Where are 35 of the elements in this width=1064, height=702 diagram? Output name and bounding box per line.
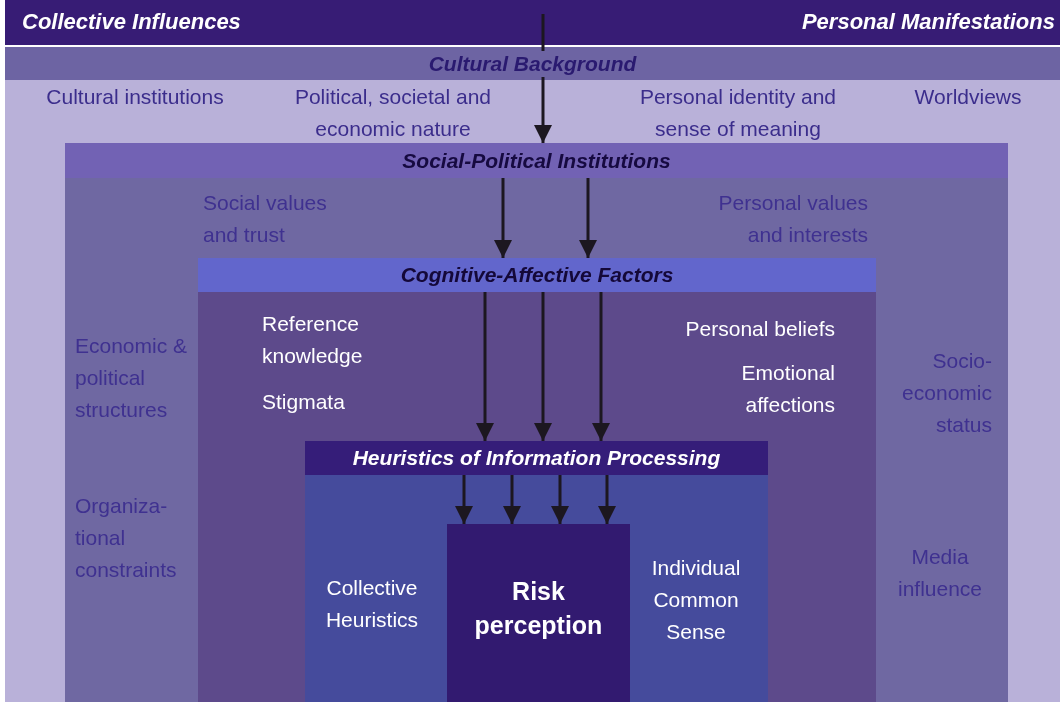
- arrow: [551, 475, 569, 524]
- factor-label: Reference knowledge: [262, 311, 364, 369]
- factor-label: Personal beliefs: [684, 316, 835, 342]
- factor-label: Socio-economic status: [901, 348, 992, 438]
- core-box: [447, 524, 630, 702]
- factor-label: Individual Common Sense: [650, 555, 742, 645]
- arrow: [579, 178, 597, 258]
- factor-label: Personal values and interests: [717, 190, 868, 248]
- factor-label: Personal identity and sense of meaning: [638, 84, 838, 142]
- arrow: [455, 475, 473, 524]
- arrow: [598, 475, 616, 524]
- factor-label: Political, societal and economic nature: [293, 84, 493, 142]
- band-heading: Collective Influences: [22, 8, 242, 36]
- arrow: [534, 14, 552, 143]
- core-label: Risk perception: [473, 576, 604, 641]
- header-bar: [5, 0, 1060, 45]
- factor-label: Organiza-tional constraints: [75, 493, 178, 583]
- factor-label: Worldviews: [913, 84, 1023, 110]
- arrow: [534, 292, 552, 441]
- layer-panel: [198, 258, 876, 702]
- factor-label: Stigmata: [262, 389, 346, 415]
- layer-panel: [305, 441, 768, 702]
- arrow: [494, 178, 512, 258]
- factor-label: Social values and trust: [203, 190, 328, 248]
- layer-panel: [65, 143, 1008, 702]
- factor-label: Media influence: [896, 544, 984, 602]
- band-heading: Personal Manifestations: [800, 8, 1055, 36]
- factor-label: Economic & political structures: [75, 333, 189, 423]
- outer-panel: [5, 47, 1060, 702]
- factor-label: Cultural institutions: [45, 84, 225, 110]
- factor-label: Emotional affections: [740, 360, 835, 418]
- arrow: [592, 292, 610, 441]
- arrow: [503, 475, 521, 524]
- factor-label: Collective Heuristics: [324, 575, 420, 633]
- arrow: [476, 292, 494, 441]
